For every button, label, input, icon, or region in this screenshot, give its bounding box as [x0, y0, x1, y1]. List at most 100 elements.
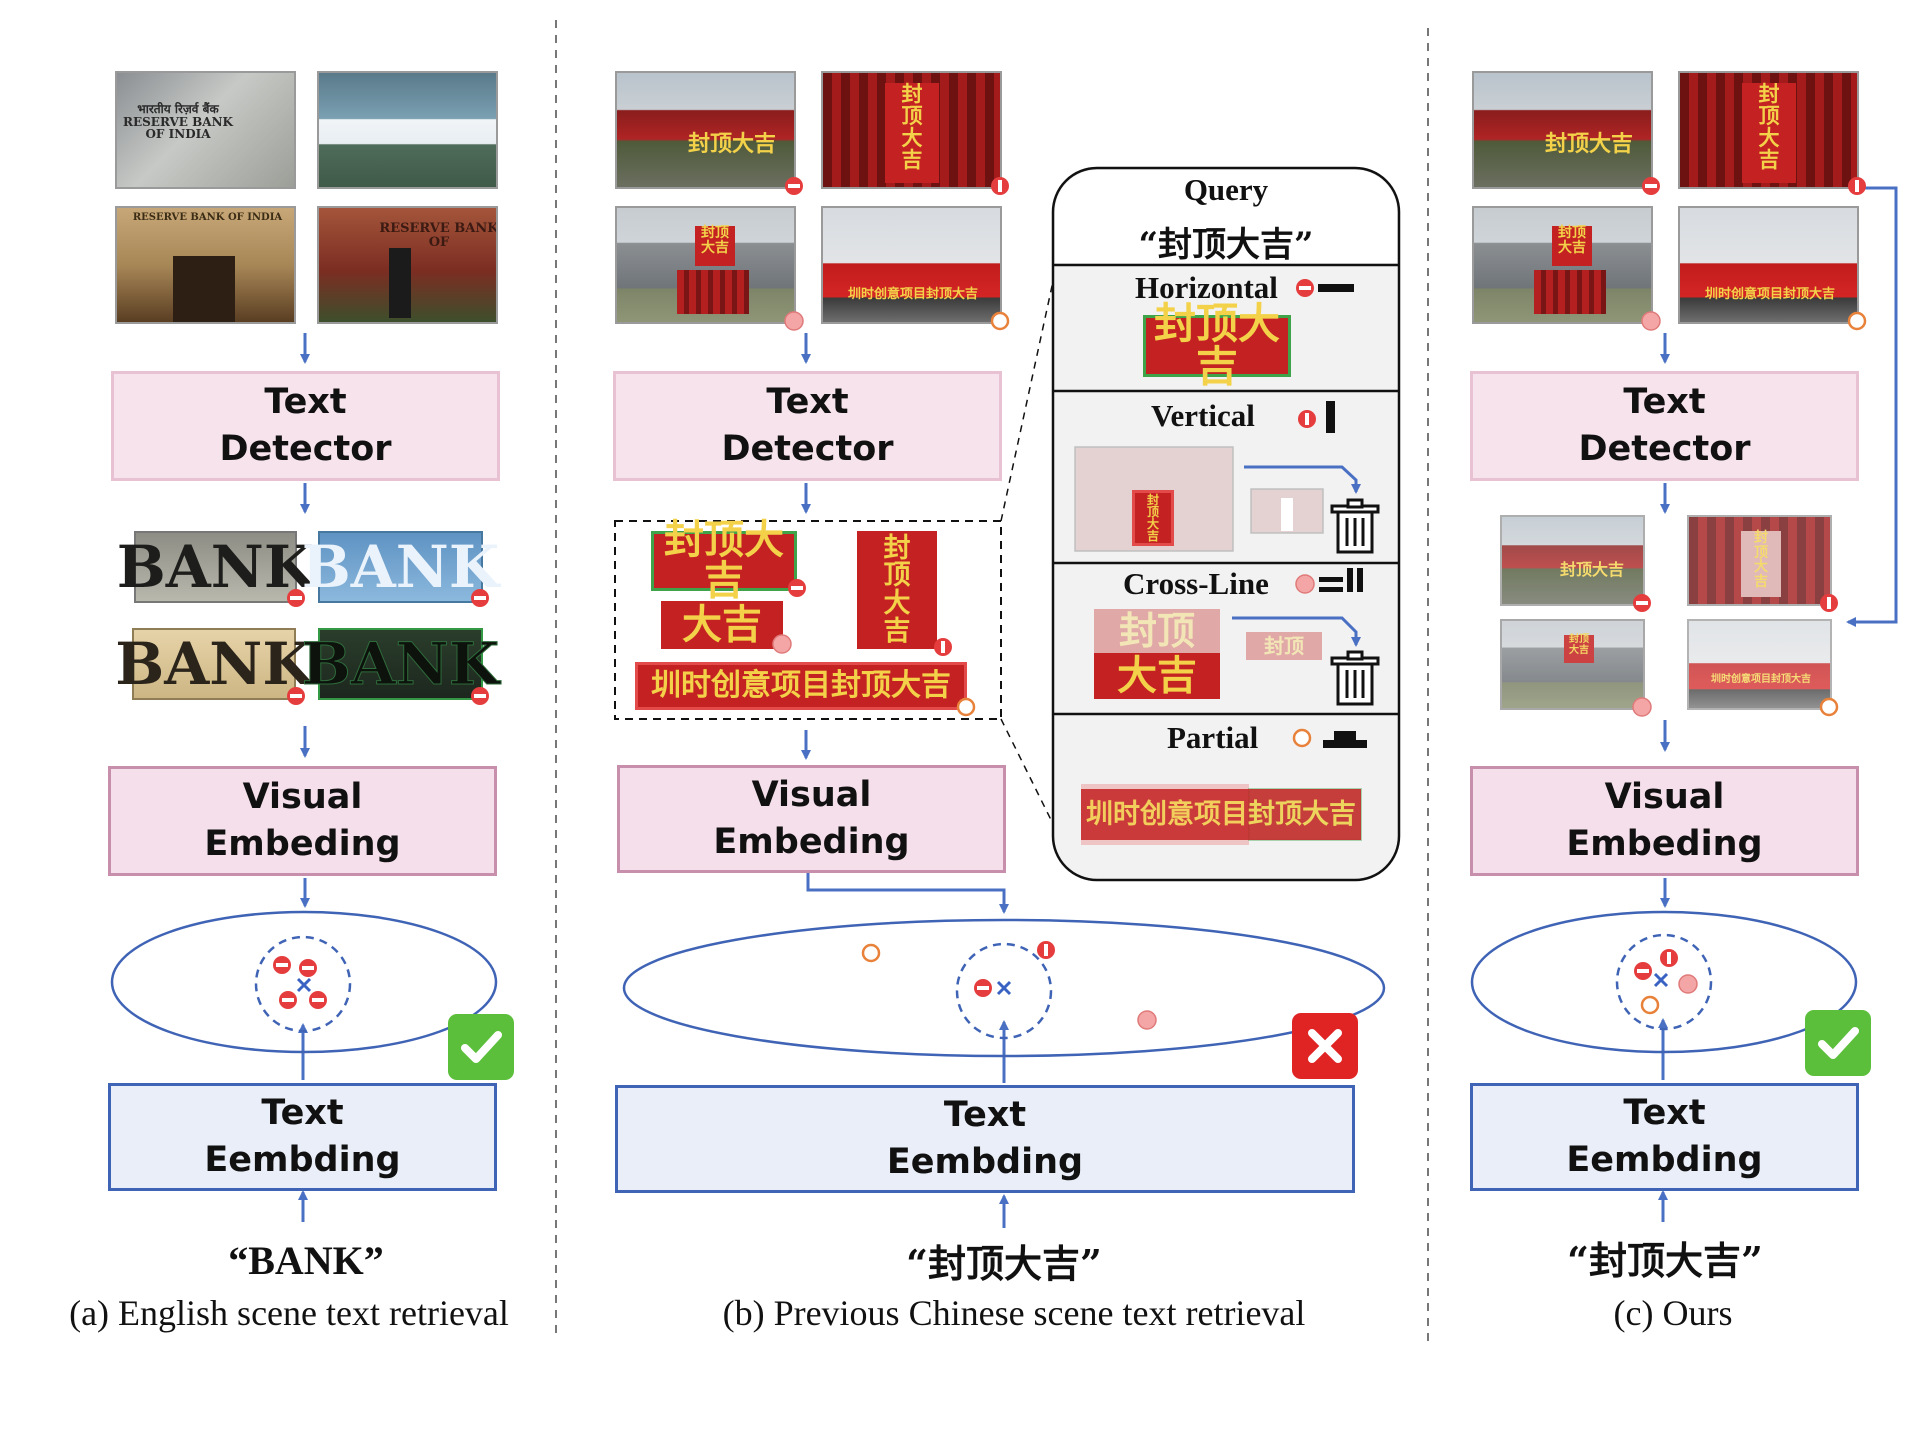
photo-a-2	[317, 71, 498, 189]
arrow-b-visual-space	[806, 873, 1009, 914]
retrieval-radius-b	[955, 942, 1053, 1040]
text-detector-b: Text Detector	[613, 371, 1002, 481]
photo-c-4-text: 圳时创意项目封顶大吉	[1704, 287, 1835, 302]
text-detector-c: Text Detector	[1470, 371, 1859, 481]
vertical-discard-arrow	[1244, 465, 1361, 494]
photo-b-3: 封顶 大吉	[615, 206, 796, 324]
horizontal-marker-icon	[287, 687, 305, 705]
text-embedding-b: Text Eembding	[615, 1085, 1355, 1193]
row-sample-partial: 圳时创意项目封顶大吉	[1081, 789, 1361, 840]
photo-a-3-text: RESERVE BANK OF INDIA	[132, 212, 283, 223]
row-sample-crossline-fragment: 封顶	[1246, 632, 1322, 660]
zoom-line-bottom	[1000, 718, 1061, 839]
point-c-horizontal	[1634, 962, 1652, 980]
photo-c-4: 圳时创意项目封顶大吉	[1678, 206, 1859, 324]
crop-a-3: BANK	[115, 628, 313, 700]
crop-region-b	[614, 520, 1002, 720]
photo-a-4: RESERVE BANK OF	[317, 206, 498, 324]
crop-b-crossline: 大吉	[661, 601, 783, 649]
photo-b-1: 封顶大吉	[615, 71, 796, 189]
point-c-crossline	[1678, 974, 1698, 994]
row-label-partial: Partial	[1167, 720, 1259, 755]
photo-b-1-text: 封顶大吉	[687, 132, 776, 157]
cross-line-marker-icon	[1641, 311, 1661, 331]
row-label-crossline: Cross-Line	[1123, 566, 1269, 601]
cross-line-marker-icon	[784, 311, 804, 331]
zoom-line-top	[1000, 262, 1058, 522]
query-box-query: “封顶大吉”	[1138, 225, 1314, 265]
query-point-c	[1653, 972, 1669, 988]
photo-c-3: 封顶 大吉	[1472, 206, 1653, 324]
photo-a-3: RESERVE BANK OF INDIA	[115, 206, 296, 324]
caption-c: (c) Ours	[1613, 1293, 1733, 1333]
photo-c-3-text: 封顶 大吉	[1552, 226, 1592, 266]
horizontal-marker-icon	[471, 589, 489, 607]
retrieval-radius-c	[1615, 933, 1713, 1031]
visual-embedding-a: Visual Embeding	[108, 766, 497, 876]
photo-b-3-text: 封顶 大吉	[695, 226, 735, 266]
query-point-b	[996, 980, 1012, 996]
photo-c-2: 封 顶 大 吉	[1678, 71, 1859, 189]
point-c-partial	[1640, 995, 1660, 1015]
horizontal-marker-icon	[287, 589, 305, 607]
photo-b-4-text: 圳时创意项目封顶大吉	[847, 287, 978, 302]
partial-marker-icon	[990, 311, 1010, 331]
trash-icon-2	[1330, 650, 1380, 706]
crop-a-1: BANK	[116, 531, 315, 603]
row-label-vertical: Vertical	[1151, 398, 1255, 433]
check-icon	[1805, 1010, 1871, 1076]
arrow-c-vertical-reroute	[1846, 186, 1898, 627]
horizontal-marker-icon	[785, 177, 803, 195]
vertical-marker-icon	[1298, 410, 1316, 428]
point-b-horizontal	[974, 979, 992, 997]
check-icon	[448, 1014, 514, 1080]
photo-b-2: 封 顶 大 吉	[821, 71, 1002, 189]
photo-b-2-text: 封 顶 大 吉	[885, 83, 939, 183]
photo-c-1: 封顶大吉	[1472, 71, 1653, 189]
cross-line-marker-icon	[1632, 697, 1652, 717]
row-sample-horizontal: 封顶大吉	[1143, 302, 1291, 388]
partial-bar-icon	[1323, 731, 1367, 748]
cross-line-marker-icon	[1295, 574, 1315, 594]
partial-marker-icon	[1292, 728, 1312, 748]
point-b-crossline	[1137, 1010, 1157, 1030]
crop-a-4: BANK	[301, 628, 500, 700]
vertical-bar-icon	[1326, 401, 1335, 433]
point-a-2	[299, 959, 317, 977]
query-a: “BANK”	[228, 1238, 384, 1283]
point-b-vertical	[1037, 941, 1055, 959]
query-c: “封顶大吉”	[1567, 1238, 1763, 1283]
photo-c-1-text: 封顶大吉	[1544, 132, 1633, 157]
query-point-a	[296, 977, 312, 993]
horizontal-marker-icon	[1296, 279, 1314, 297]
row-sample-crossline-top: 封顶	[1094, 609, 1220, 653]
photo-a-1: भारतीय रिज़र्व बैंक RESERVE BANK OF INDI…	[115, 71, 296, 189]
point-a-1	[273, 956, 291, 974]
crop-b-horizontal: 封顶大吉	[651, 520, 797, 601]
partial-marker-icon	[956, 697, 976, 717]
caption-a: (a) English scene text retrieval	[69, 1293, 509, 1333]
photo-a-1-text: भारतीय रिज़र्व बैंक RESERVE BANK OF INDI…	[123, 102, 233, 142]
embedding-space-b	[622, 918, 1386, 1058]
photo-c-2-text: 封 顶 大 吉	[1742, 83, 1796, 183]
crop-c-1: 封顶大吉	[1500, 515, 1645, 606]
visual-embedding-b: Visual Embeding	[617, 765, 1006, 873]
row-sample-crossline-bottom: 大吉	[1094, 653, 1220, 699]
crop-b-vertical: 封 顶 大 吉	[857, 531, 937, 649]
trash-icon	[1330, 498, 1380, 554]
horizontal-marker-icon	[1633, 594, 1651, 612]
crop-b-partial: 圳时创意项目封顶大吉	[635, 662, 967, 710]
retrieval-radius-a	[254, 935, 352, 1033]
crop-c-3: 封顶 大吉	[1500, 619, 1645, 710]
cross-icon	[1292, 1013, 1358, 1079]
row-sample-vertical: 封 顶 大 吉	[1132, 490, 1174, 546]
point-b-partial	[861, 943, 881, 963]
partial-marker-icon	[1847, 311, 1867, 331]
point-a-3	[279, 991, 297, 1009]
cross-line-marker-icon	[772, 634, 792, 654]
crop-c-2: 封 顶 大 吉	[1687, 515, 1832, 606]
point-c-vertical	[1660, 949, 1678, 967]
horizontal-bar-icon	[1318, 284, 1354, 292]
vertical-marker-icon	[934, 638, 952, 656]
